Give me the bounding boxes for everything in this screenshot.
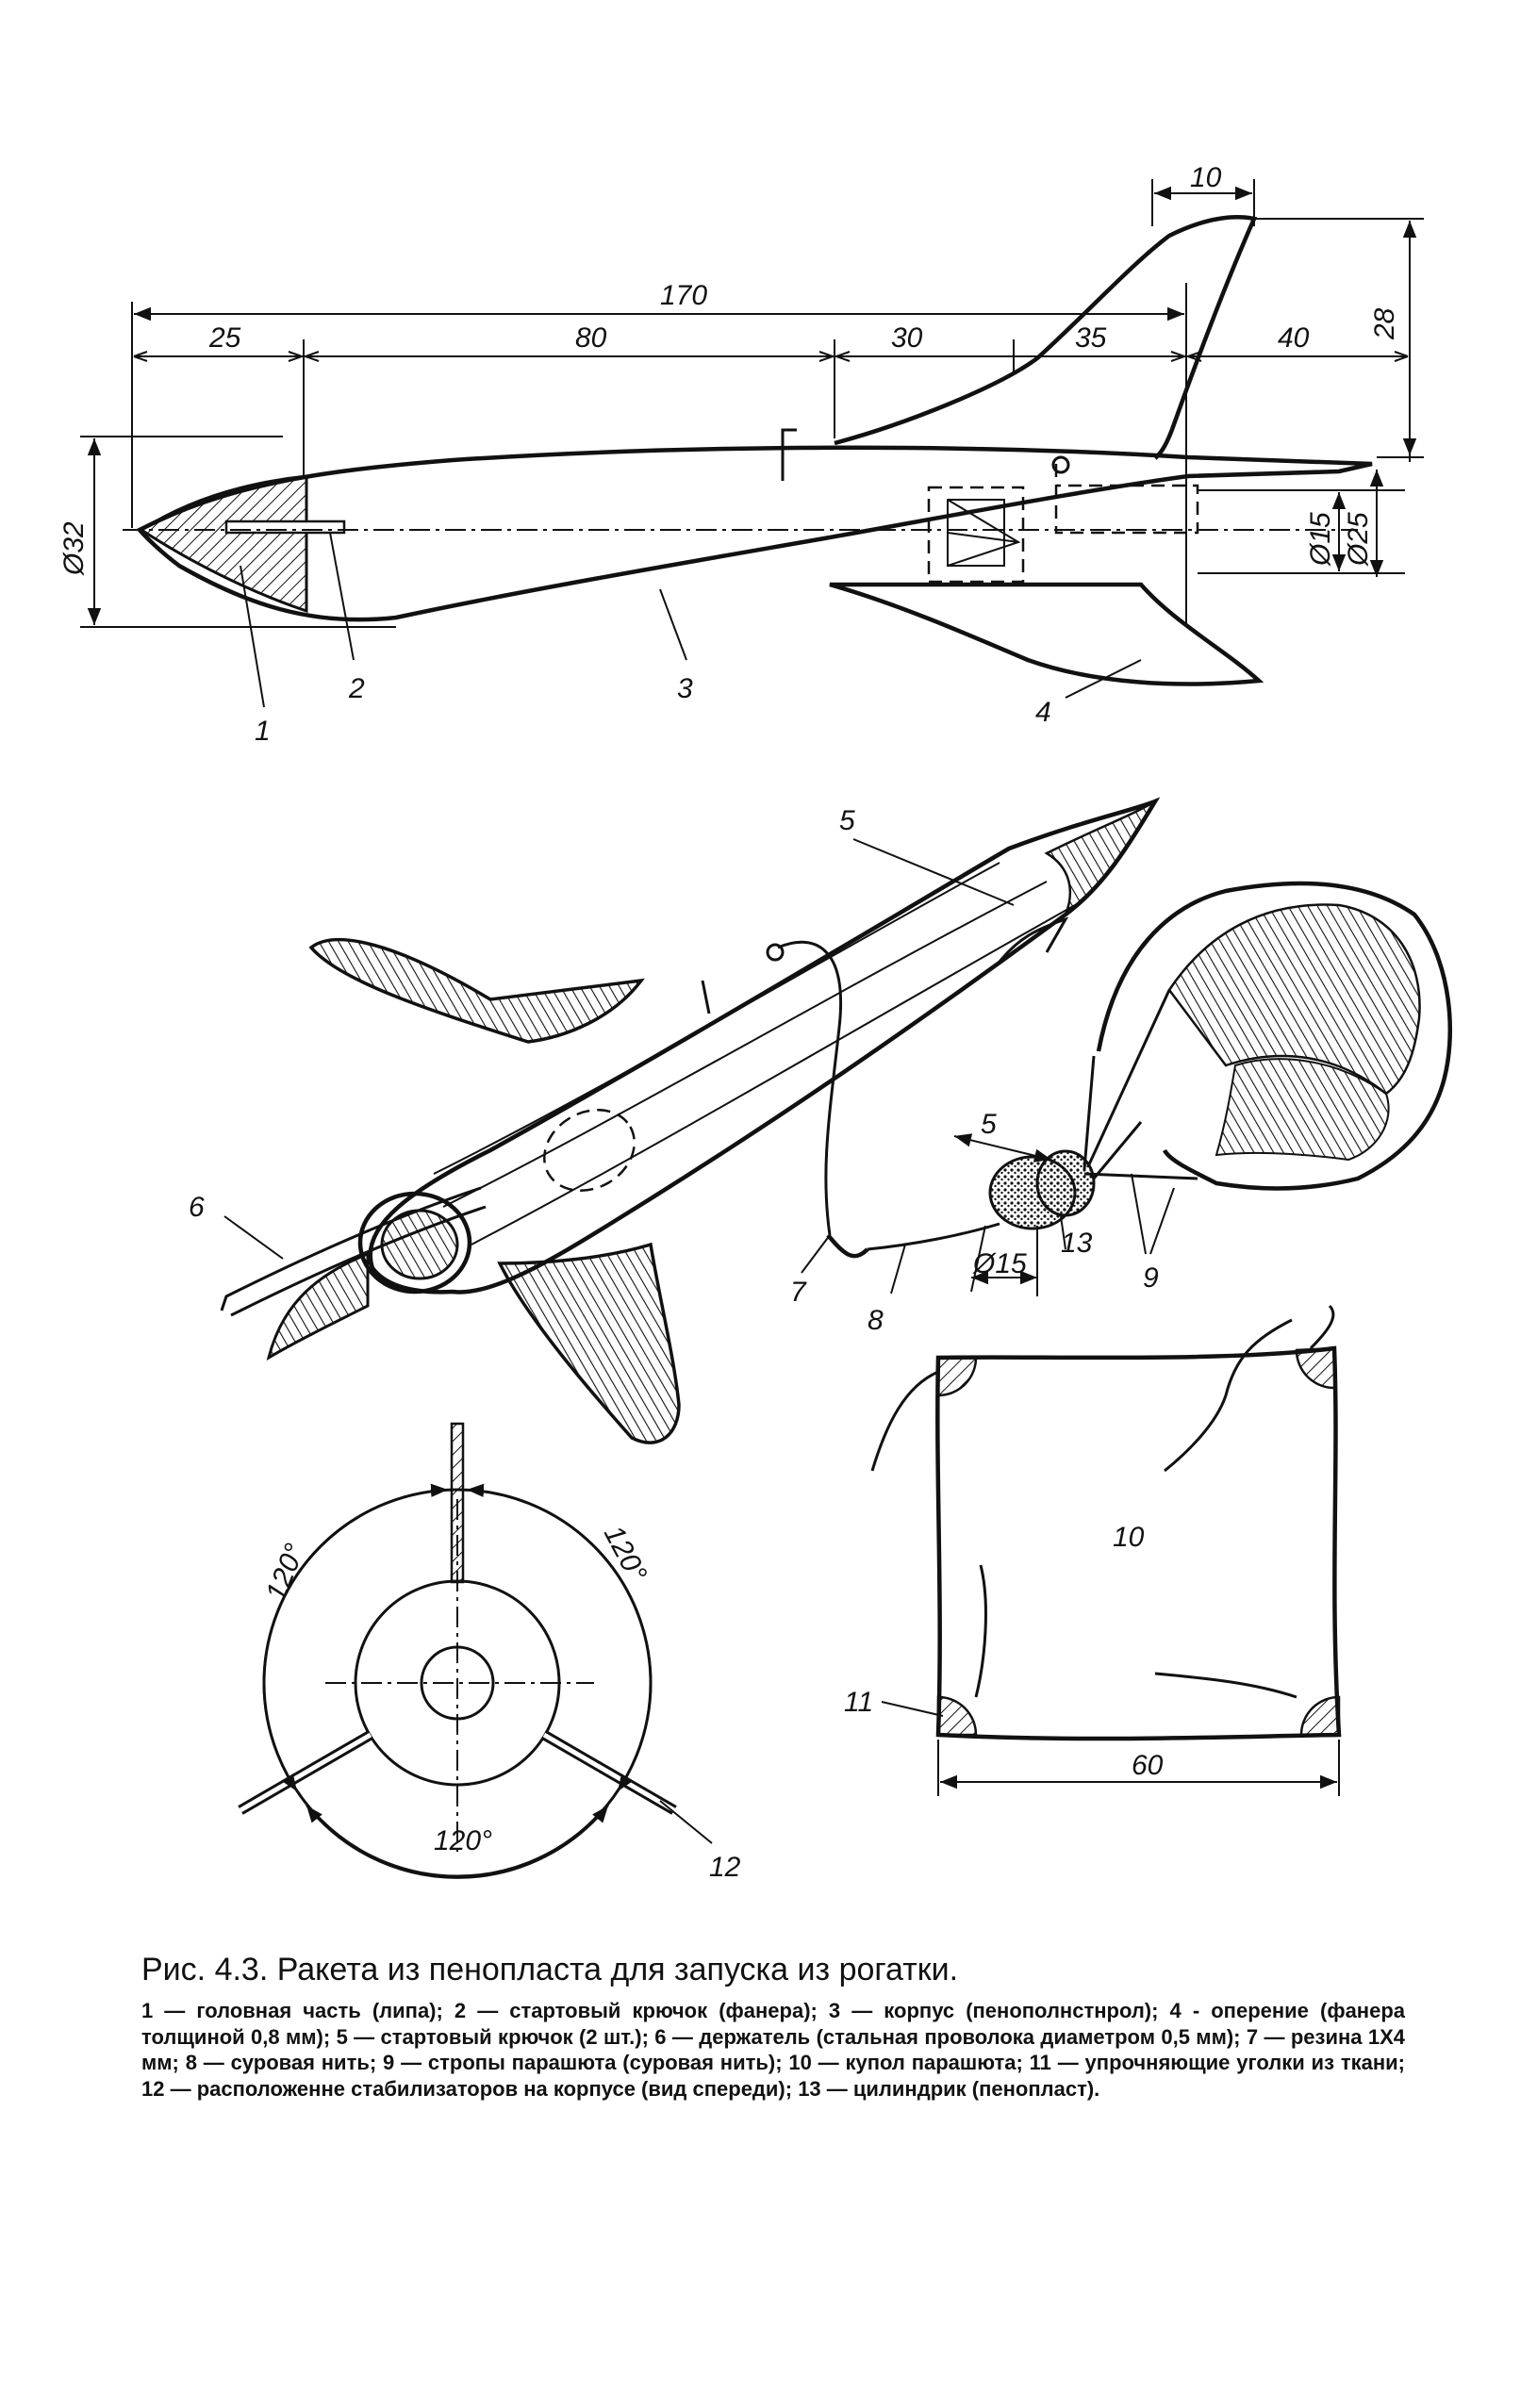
dim-5: 5 [981,1109,997,1140]
persp-rubber-ring [766,943,785,962]
fuselage-outline [136,445,1373,622]
dim-10: 10 [1190,162,1222,193]
front-angle-arc-left [262,1483,449,1792]
persp-fin-lower [497,1242,681,1444]
dim-40: 40 [1278,322,1310,354]
persp-tail-outer [357,1191,472,1295]
callout-7: 7 [790,1277,807,1308]
persp-thread-hook [826,1233,869,1259]
persp-body-line-3 [471,904,1076,1245]
persp-rubber-band [777,940,842,1236]
persp-start-hook-top [701,980,711,1014]
dim-line-5 [953,1133,1052,1163]
bottom-fin [829,582,1264,686]
leader-13 [1060,1215,1066,1250]
dim-d32: Ø32 [58,521,90,576]
leader-3 [659,588,687,661]
front-view: 120° 120° 120° 12 [238,1422,741,1883]
dim-30: 30 [891,322,923,354]
front-angle-arc-right [466,1483,653,1792]
front-angle-left: 120° [260,1540,311,1606]
persp-fin-upper [308,937,645,1044]
side-view: 170 25 80 30 35 40 10 28 Ø32 Ø15 Ø25 1 2… [58,162,1424,747]
leader-7 [801,1234,831,1274]
front-angle-bottom: 120° [434,1825,492,1856]
front-angle-right: 120° [598,1521,653,1587]
dim-60: 60 [1132,1750,1164,1781]
leader-1 [240,565,265,708]
leader-9b [1149,1187,1175,1255]
perspective-view: 5 6 7 8 9 13 5 Ø15 [189,797,1453,1444]
front-stabilizer-right-fill [542,1732,676,1813]
canopy-corner-bl [936,1695,978,1737]
top-fin [834,215,1258,460]
canopy-corner-tr [1295,1346,1337,1390]
dim-d25: Ø25 [1343,512,1374,567]
persp-body-line-2 [442,881,1048,1208]
canopy-thread-1 [870,1370,939,1472]
callout-2: 2 [348,673,365,704]
persp-holder-wire-2 [230,1205,487,1317]
persp-joint-section [543,1109,636,1192]
canopy-thread-5 [1309,1304,1335,1350]
canopy-thread-2 [1164,1318,1293,1473]
caption-title: Рис. 4.3. Ракета из пенопласта для запус… [141,1952,959,1987]
persp-parachute-canopy [1096,881,1453,1191]
persp-thread [867,1222,1000,1251]
leader-12 [659,1800,713,1844]
callout-9: 9 [1143,1262,1159,1294]
dim-d15: Ø15 [1305,512,1336,567]
callout-13: 13 [1061,1228,1093,1259]
holder-cross [947,499,1021,567]
leader-4 [1065,659,1142,699]
persp-fin-left [266,1251,370,1361]
dim-25: 25 [208,322,241,354]
callout-3: 3 [677,673,693,704]
leader-2 [329,532,355,661]
front-stabilizer-left-fill [239,1732,372,1813]
persp-nose-cone [1044,800,1157,918]
front-angle-arc-bottom [306,1805,609,1879]
persp-cylinder-end [1035,1149,1096,1217]
dim-28: 28 [1369,307,1400,340]
dim-chain-arrows [133,351,1409,362]
dim-cyl-d15: Ø15 [972,1248,1027,1279]
persp-body-line-1 [433,862,1000,1175]
start-hook-5-side [781,428,797,481]
canopy-corner-tl [936,1356,978,1397]
callout-6: 6 [189,1192,205,1223]
persp-holder-wire [220,1186,482,1311]
dim-170: 170 [660,280,707,311]
holder-ring [1051,455,1070,474]
callout-12: 12 [709,1852,741,1883]
leader-6 [223,1215,284,1260]
start-hook-2 [224,520,346,535]
canopy-label: 10 [1113,1522,1145,1553]
persp-canopy-fold [1167,903,1421,1096]
holder-box [927,486,1025,584]
callout-4: 4 [1035,697,1051,728]
holder-wire [1054,464,1199,535]
persp-canopy-inner-fold [1215,1058,1390,1162]
callout-8: 8 [868,1305,884,1336]
caption-body: 1 — головная часть (липа); 2 — стартовый… [141,1999,1405,2102]
leader-5 [852,838,1015,906]
callout-11: 11 [844,1687,873,1718]
persp-parachute-lines [1083,989,1198,1180]
callout-1: 1 [255,716,271,747]
callout-5: 5 [839,805,855,836]
front-stabilizer-top [450,1422,465,1584]
dim-35: 35 [1075,322,1107,354]
canopy-corner-br [1299,1695,1341,1737]
canopy-view: 10 11 60 [844,1304,1342,1796]
leader-8 [890,1244,906,1295]
leader-11 [881,1701,944,1717]
leader-9a [1131,1173,1147,1255]
persp-start-hook-5 [998,916,1069,963]
figure-caption: Рис. 4.3. Ракета из пенопласта для запус… [141,1952,1405,2103]
dim-80: 80 [575,322,607,354]
canopy-thread-4 [1154,1672,1297,1699]
canopy-thread-3 [974,1564,987,1698]
